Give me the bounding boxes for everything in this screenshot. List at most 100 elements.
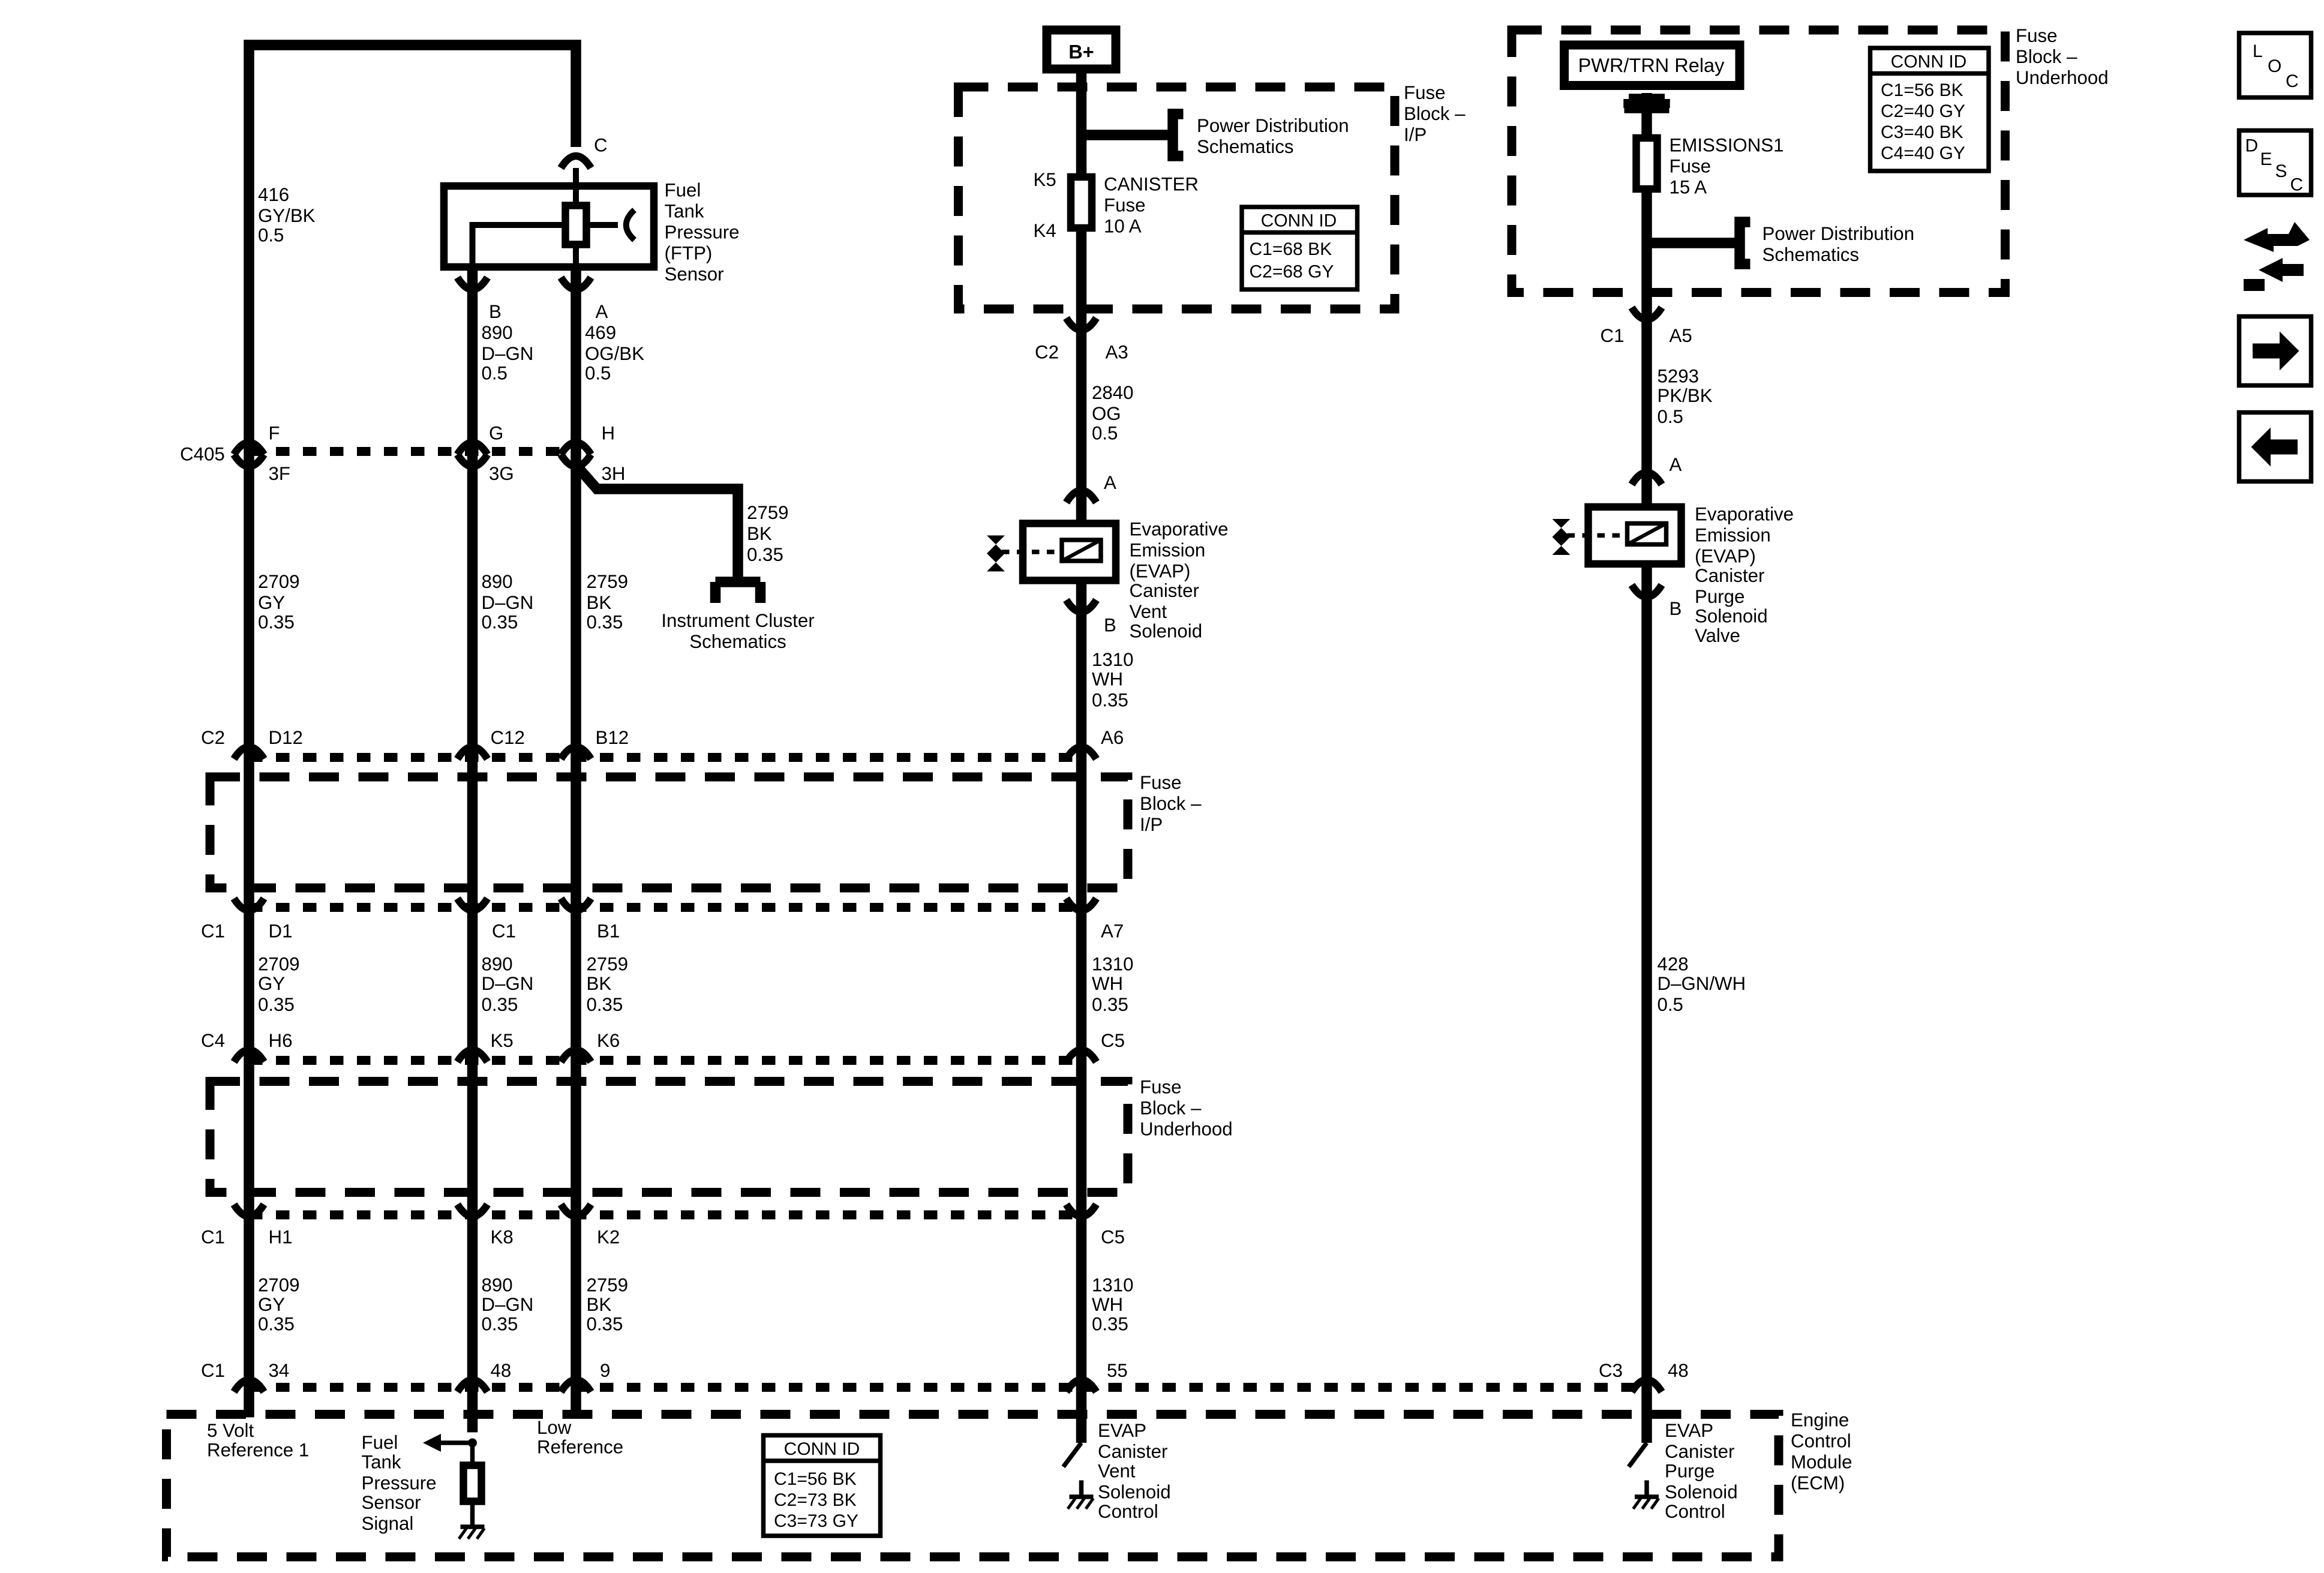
fuse-block-underhood-mid bbox=[205, 1077, 1133, 1197]
svg-text:C2=73 BK: C2=73 BK bbox=[774, 1490, 857, 1510]
pwr-trn-relay-box bbox=[1560, 40, 1744, 90]
emissions-fuse-icon bbox=[1632, 134, 1661, 193]
svg-text:H: H bbox=[602, 423, 615, 444]
fuse-block-ip-mid bbox=[205, 772, 1133, 893]
connector-end-view-icon[interactable] bbox=[2244, 222, 2310, 291]
conn-id-underhood-table: CONN ID C1=56 BK C2=40 GY C3=40 BK C4=40… bbox=[1867, 46, 1991, 173]
svg-text:B: B bbox=[1104, 615, 1116, 636]
pin-arcs bbox=[230, 152, 1665, 1394]
svg-text:D12: D12 bbox=[269, 727, 303, 748]
svg-text:A6: A6 bbox=[1101, 727, 1124, 748]
svg-text:C1=56 BK: C1=56 BK bbox=[1881, 80, 1963, 100]
svg-text:CONN ID: CONN ID bbox=[1891, 52, 1967, 72]
svg-text:A7: A7 bbox=[1101, 921, 1124, 942]
location-button[interactable]: L O C bbox=[2236, 31, 2314, 100]
svg-text:C: C bbox=[594, 135, 608, 156]
svg-text:K4: K4 bbox=[1034, 220, 1056, 241]
svg-text:B: B bbox=[1670, 598, 1682, 619]
svg-text:9: 9 bbox=[600, 1360, 610, 1381]
purge-solenoid-icon bbox=[1552, 503, 1685, 568]
svg-text:C2: C2 bbox=[201, 727, 225, 748]
svg-text:H1: H1 bbox=[269, 1227, 293, 1248]
previous-page-icon[interactable] bbox=[2236, 410, 2314, 484]
svg-text:C1: C1 bbox=[201, 921, 225, 942]
svg-text:B12: B12 bbox=[596, 727, 629, 748]
svg-text:3H: 3H bbox=[602, 463, 626, 484]
svg-text:B1: B1 bbox=[597, 921, 620, 942]
svg-text:C3=73 GY: C3=73 GY bbox=[774, 1511, 858, 1531]
svg-text:A3: A3 bbox=[1106, 342, 1128, 363]
svg-text:A5: A5 bbox=[1670, 325, 1692, 346]
svg-text:G: G bbox=[489, 423, 503, 444]
svg-text:C1: C1 bbox=[201, 1227, 225, 1248]
svg-text:C12: C12 bbox=[491, 727, 525, 748]
svg-text:D1: D1 bbox=[269, 921, 293, 942]
pwr-trn-relay-label: PWR/TRN Relay bbox=[1578, 55, 1725, 76]
conn-id-ecm-table: CONN ID C1=56 BK C2=73 BK C3=73 GY bbox=[761, 1433, 883, 1538]
next-page-icon[interactable] bbox=[2236, 314, 2314, 388]
svg-text:C1=68 BK: C1=68 BK bbox=[1250, 239, 1332, 259]
svg-text:C5: C5 bbox=[1101, 1227, 1125, 1248]
svg-text:34: 34 bbox=[269, 1360, 290, 1381]
svg-text:CONN ID: CONN ID bbox=[1261, 211, 1337, 231]
vent-solenoid-icon bbox=[987, 520, 1120, 584]
conn-id-ip-table: CONN ID C1=68 BK C2=68 GY bbox=[1239, 205, 1360, 292]
ecm-internals bbox=[423, 1434, 1661, 1540]
svg-text:C1=56 BK: C1=56 BK bbox=[774, 1469, 857, 1489]
svg-text:CONN ID: CONN ID bbox=[784, 1439, 860, 1459]
svg-text:K5: K5 bbox=[491, 1030, 514, 1051]
ecm-block bbox=[162, 1410, 1783, 1562]
svg-text:O: O bbox=[2268, 56, 2281, 76]
svg-text:48: 48 bbox=[1668, 1360, 1689, 1381]
bplus-label: B+ bbox=[1068, 41, 1094, 63]
svg-text:C1: C1 bbox=[1601, 325, 1625, 346]
svg-text:C405: C405 bbox=[180, 444, 225, 465]
svg-text:K5: K5 bbox=[1034, 169, 1056, 190]
fuse-block-underhood-top bbox=[1507, 25, 2010, 297]
svg-text:3G: 3G bbox=[489, 463, 514, 484]
svg-text:D: D bbox=[2245, 136, 2259, 156]
svg-text:C: C bbox=[2290, 175, 2304, 195]
svg-text:A: A bbox=[1670, 454, 1682, 475]
svg-text:C3: C3 bbox=[1599, 1360, 1623, 1381]
description-button[interactable]: D E S C bbox=[2236, 128, 2314, 197]
svg-text:K8: K8 bbox=[491, 1227, 514, 1248]
svg-text:A: A bbox=[1104, 472, 1116, 493]
svg-text:3F: 3F bbox=[269, 463, 290, 484]
svg-text:S: S bbox=[2275, 161, 2287, 181]
svg-text:C4: C4 bbox=[201, 1030, 225, 1051]
svg-text:C2=40 GY: C2=40 GY bbox=[1881, 101, 1965, 121]
svg-text:F: F bbox=[269, 423, 280, 444]
svg-text:C3=40 BK: C3=40 BK bbox=[1881, 122, 1963, 142]
bplus-box bbox=[1042, 25, 1121, 74]
